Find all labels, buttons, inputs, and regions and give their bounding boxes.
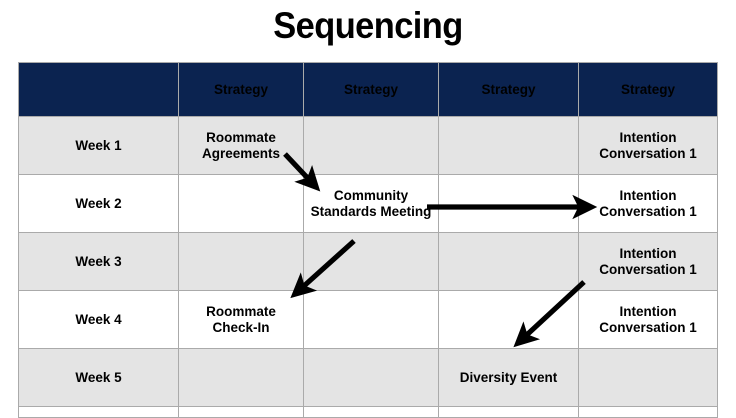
cell-week2-strategy1 bbox=[178, 174, 304, 233]
cell-week5-strategy3: Diversity Event bbox=[438, 348, 579, 407]
cell-week1-strategy4: Intention Conversation 1 bbox=[578, 116, 718, 175]
row-label-week-2: Week 2 bbox=[18, 174, 179, 233]
table-header-strategy-3: Strategy bbox=[438, 62, 579, 117]
cell-week6-strategy1 bbox=[178, 406, 304, 418]
row-label-week-5: Week 5 bbox=[18, 348, 179, 407]
cell-week3-strategy3 bbox=[438, 232, 579, 291]
cell-week1-strategy2 bbox=[303, 116, 439, 175]
cell-week6-strategy3 bbox=[438, 406, 579, 418]
cell-week2-strategy4: Intention Conversation 1 bbox=[578, 174, 718, 233]
row-label-week-4: Week 4 bbox=[18, 290, 179, 349]
cell-week4-strategy2 bbox=[303, 290, 439, 349]
table-row: Week 1 Roommate Agreements Intention Con… bbox=[18, 116, 718, 175]
table-row: Week 2 Community Standards Meeting Inten… bbox=[18, 174, 718, 233]
row-label-week-1: Week 1 bbox=[18, 116, 179, 175]
table-body: Week 1 Roommate Agreements Intention Con… bbox=[18, 116, 718, 418]
sequencing-table: Strategy Strategy Strategy Strategy Week… bbox=[18, 62, 718, 418]
table-header-strategy-2: Strategy bbox=[303, 62, 439, 117]
cell-week2-strategy3 bbox=[438, 174, 579, 233]
table-row: Week 5 Diversity Event bbox=[18, 348, 718, 407]
table-header-corner bbox=[18, 62, 179, 117]
cell-week6-strategy2 bbox=[303, 406, 439, 418]
cell-week5-strategy1 bbox=[178, 348, 304, 407]
cell-week4-strategy1: Roommate Check-In bbox=[178, 290, 304, 349]
table-header-row: Strategy Strategy Strategy Strategy bbox=[18, 62, 718, 117]
cell-week1-strategy3 bbox=[438, 116, 579, 175]
page-title: Sequencing bbox=[273, 5, 463, 46]
cell-week3-strategy2 bbox=[303, 232, 439, 291]
row-label-week-3: Week 3 bbox=[18, 232, 179, 291]
table-row bbox=[18, 406, 718, 418]
cell-week5-strategy4 bbox=[578, 348, 718, 407]
table-header: Strategy Strategy Strategy Strategy bbox=[18, 62, 718, 117]
cell-week1-strategy1: Roommate Agreements bbox=[178, 116, 304, 175]
table-row: Week 4 Roommate Check-In Intention Conve… bbox=[18, 290, 718, 349]
table-row: Week 3 Intention Conversation 1 bbox=[18, 232, 718, 291]
cell-week3-strategy4: Intention Conversation 1 bbox=[578, 232, 718, 291]
cell-week4-strategy4: Intention Conversation 1 bbox=[578, 290, 718, 349]
table-header-strategy-4: Strategy bbox=[578, 62, 718, 117]
row-label-week-6 bbox=[18, 406, 179, 418]
cell-week5-strategy2 bbox=[303, 348, 439, 407]
cell-week2-strategy2: Community Standards Meeting bbox=[303, 174, 439, 233]
table-header-strategy-1: Strategy bbox=[178, 62, 304, 117]
cell-week6-strategy4 bbox=[578, 406, 718, 418]
cell-week3-strategy1 bbox=[178, 232, 304, 291]
cell-week4-strategy3 bbox=[438, 290, 579, 349]
